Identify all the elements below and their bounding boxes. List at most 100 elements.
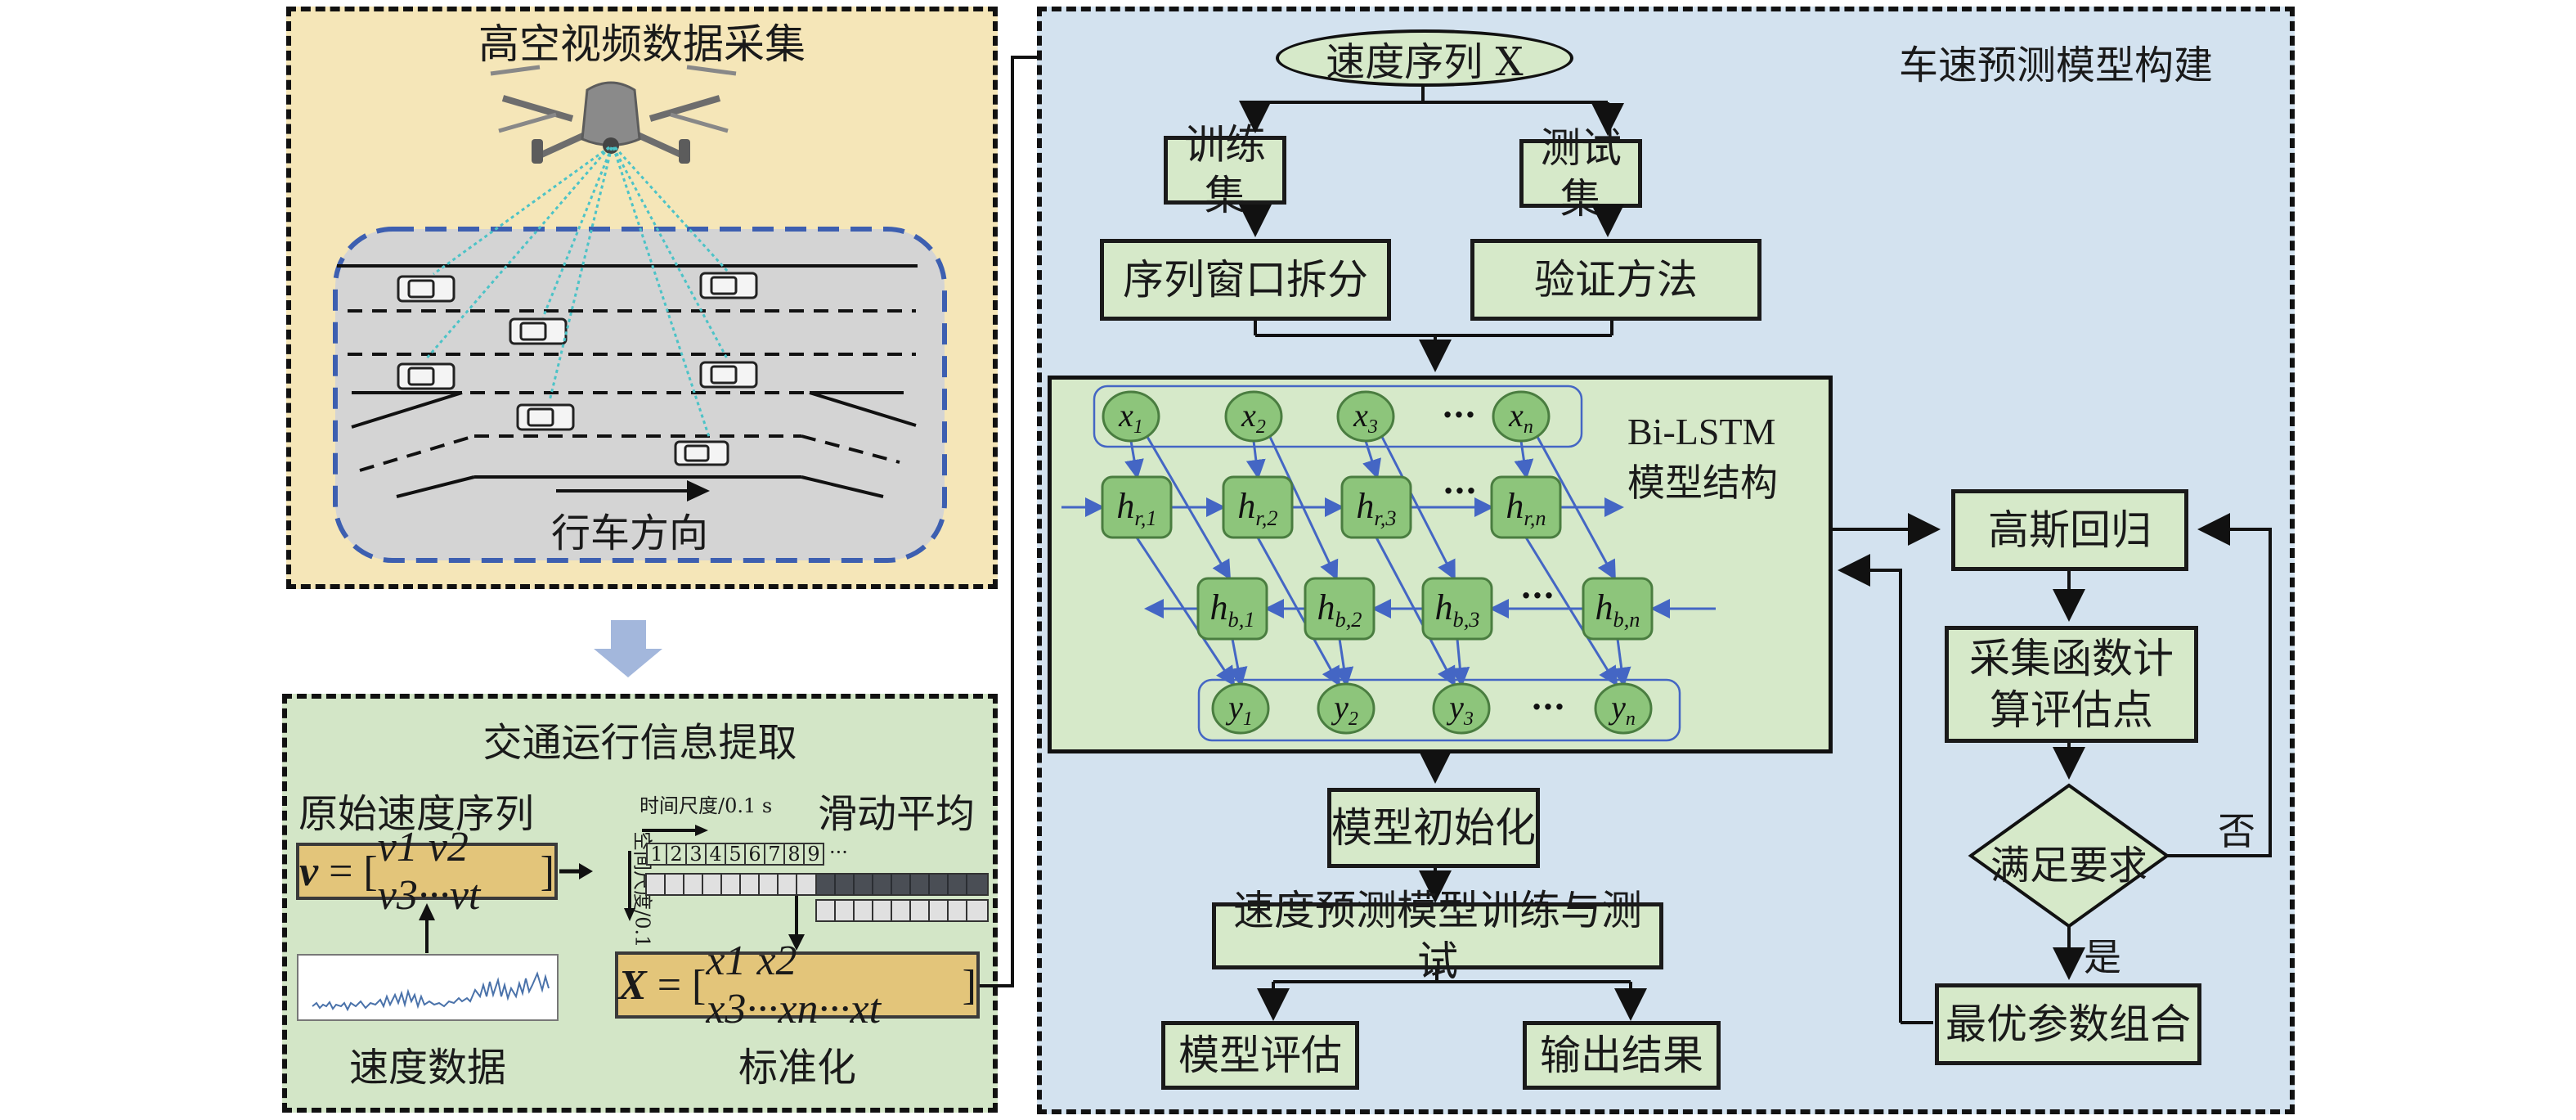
gaussian-regression-box: 高斯回归 [1951,489,2188,571]
car-icon [397,275,456,303]
raw-speed-term: v2 [428,824,469,870]
light-cells-row [645,873,817,896]
bilstm-edge [1514,440,1534,479]
normalized-term: x2 [756,938,797,984]
bilstm-ellipsis: ··· [1442,396,1476,434]
model-init-label: 模型初始化 [1331,803,1536,852]
window-split-box: 序列窗口拆分 [1100,239,1391,321]
output-result-label: 输出结果 [1540,1031,1703,1079]
bilstm-edges [1061,436,1716,687]
speed-sequence-label: 速度序列 X [1326,39,1524,85]
raw-speed-lhs: v [299,848,319,895]
window-cell: 3 [687,843,707,866]
input-node: xn [1492,390,1551,443]
speed-data-label: 速度数据 [348,1045,506,1091]
window-cell: 5 [726,843,746,866]
normalized-formula-box: X = [ x1 x2 x3···xn···xt] [615,938,980,1032]
bilstm-edge [1362,440,1381,479]
window-cell: 1 [646,843,667,866]
forward-state-node: hr,n [1490,475,1562,539]
speed-sequence-node: 速度序列 X [1276,29,1573,87]
validation-method-label: 验证方法 [1534,255,1698,304]
svg-text:hr,3: hr,3 [1356,486,1396,530]
window-ellipsis: ··· [829,841,848,864]
time-axis-arrow-head [695,825,708,836]
lane-taper-left [351,391,463,429]
yes-label: 是 [2084,935,2121,979]
svg-text:hb,3: hb,3 [1435,587,1480,632]
svg-text:hr,n: hr,n [1506,486,1546,530]
bilstm-ellipsis: ··· [1520,577,1555,615]
road-edge-bottom-left [396,475,475,498]
backward-state-node: hb,n [1582,577,1654,641]
train-test-label: 速度预测模型训练与测试 [1233,886,1642,986]
traffic-info-title: 交通运行信息提取 [482,720,797,766]
train-test-box: 速度预测模型训练与测试 [1212,887,1663,985]
bilstm-edge [1124,440,1144,479]
raw-speed-formula-box: v = [ v1 v2 v3···vt] [296,824,558,919]
bilstm-nodes: x1hr,1hb,1y1x2hr,2hb,2y2x3hr,3hb,3y3xnhr… [1101,390,1654,735]
window-cell: 4 [707,843,726,866]
car-icon [674,440,729,466]
normalized-term: xn [778,986,819,1032]
normalization-label: 标准化 [738,1045,856,1091]
output-node: y3 [1432,682,1491,735]
data-to-v-arrow-head [419,903,435,920]
speed-data-chart [297,954,559,1021]
svg-text:x3: x3 [1353,397,1378,438]
input-layer-frame [1093,385,1583,448]
optimal-params-box: 最优参数组合 [1935,983,2201,1065]
acquisition-function-line1: 采集函数计 [1969,635,2174,682]
output-node: y1 [1211,682,1270,735]
lane-taper-right [809,391,917,427]
svg-text:x2: x2 [1241,397,1266,438]
bilstm-ellipsis: ··· [1531,688,1565,726]
model-eval-label: 模型评估 [1178,1031,1342,1079]
input-node: x2 [1224,390,1283,443]
normalized-term: ··· [818,986,850,1032]
forward-state-node: hr,3 [1340,475,1412,539]
meets-requirement-diamond [1968,783,2170,929]
bilstm-title-line2: 模型结构 [1627,461,1778,505]
bilstm-ellipsis: ··· [1443,472,1477,511]
direction-arrow-head [687,480,710,502]
model-eval-box: 模型评估 [1161,1021,1359,1090]
forward-state-node: hr,1 [1101,475,1173,539]
averaged-cells-row [815,899,989,922]
window-split-label: 序列窗口拆分 [1123,255,1368,304]
svg-text:hr,1: hr,1 [1116,486,1156,530]
raw-speed-term: v1 [377,824,418,870]
svg-text:hr,2: hr,2 [1237,486,1277,530]
drone-icon [490,65,737,164]
bilstm-edge [1227,638,1248,687]
svg-text:y2: y2 [1331,689,1358,730]
drone-links [424,146,729,440]
normalized-term: xt [850,986,882,1032]
normalized-term: x3 [706,986,747,1032]
output-node: yn [1594,682,1653,735]
backward-state-node: hb,2 [1304,577,1376,641]
raw-speed-term: ··· [417,872,450,919]
bilstm-edge [1450,638,1470,687]
svg-text:hb,n: hb,n [1595,587,1640,632]
raw-speed-terms: v1 v2 v3···vt [378,823,541,920]
speed-data-line [312,971,550,1012]
input-node: x3 [1336,390,1395,443]
raw-speed-sequence-label: 原始速度序列 [298,791,535,837]
raw-speed-term: v3 [377,872,418,919]
backward-state-node: hb,1 [1196,577,1268,641]
moving-average-label: 滑动平均 [818,791,976,837]
bilstm-edge [1334,638,1354,687]
window-cell: 7 [765,843,785,866]
validation-method-box: 验证方法 [1470,239,1761,321]
gaussian-regression-label: 高斯回归 [1988,506,2152,554]
lane-dash-4-left [359,434,475,472]
optimal-params-label: 最优参数组合 [1945,1000,2191,1048]
time-scale-label: 时间尺度/0.1 s [640,794,773,817]
car-icon [699,361,758,389]
normalized-lhs: X [618,961,647,1009]
